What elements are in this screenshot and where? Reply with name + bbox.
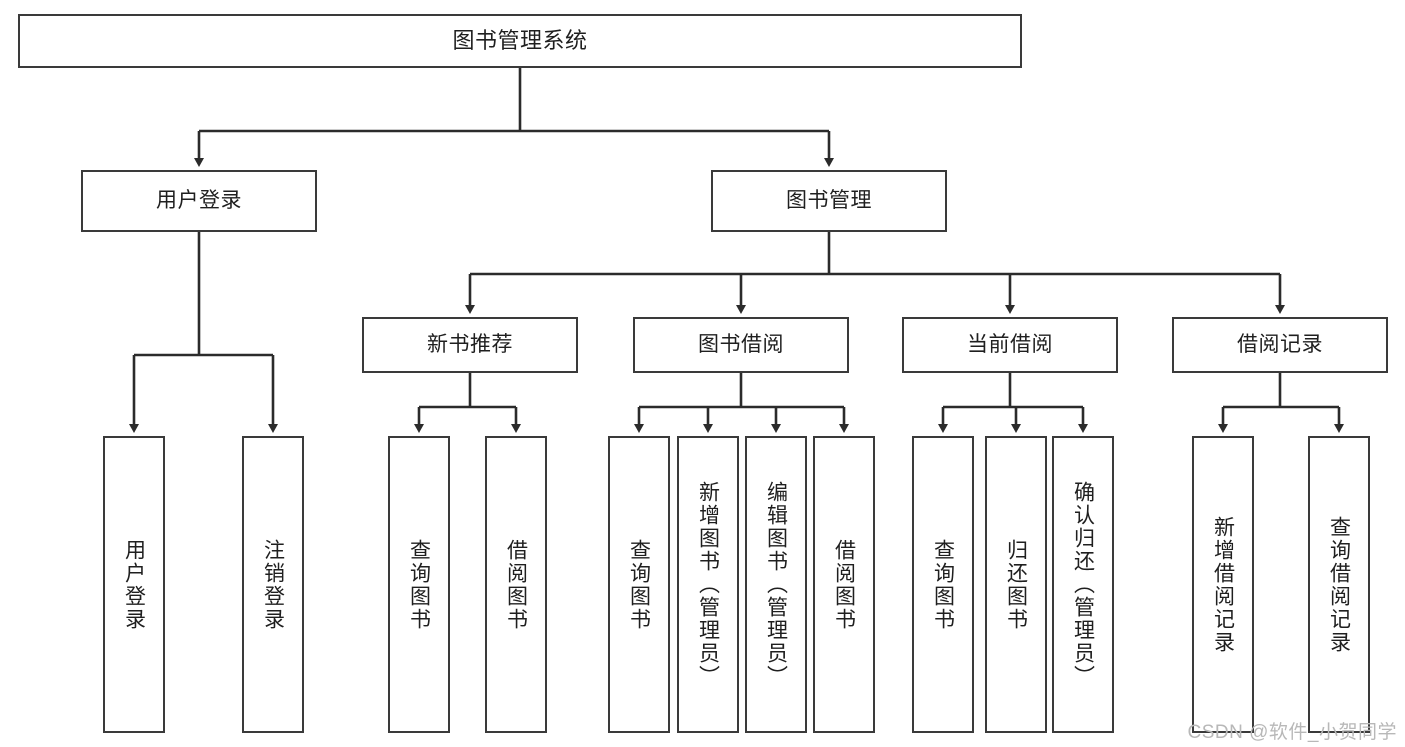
node-book-manage[interactable]: 图书管理: [711, 170, 947, 232]
node-leaf-borrow-book-2[interactable]: 借阅图书: [813, 436, 875, 733]
node-user-login[interactable]: 用户登录: [81, 170, 317, 232]
node-leaf-query-record[interactable]: 查询借阅记录: [1308, 436, 1370, 733]
watermark-text: CSDN @软件_小贺同学: [1187, 722, 1397, 743]
node-leaf-add-book-label: 新增图书（管理员）: [696, 481, 720, 688]
node-root-label: 图书管理系统: [452, 27, 588, 53]
node-leaf-borrow-book-1-label: 借阅图书: [504, 538, 528, 631]
node-leaf-query-book-1[interactable]: 查询图书: [388, 436, 450, 733]
node-user-login-label: 用户登录: [156, 189, 242, 213]
node-new-book-rec[interactable]: 新书推荐: [362, 317, 578, 373]
node-leaf-confirm-return-label: 确认归还（管理员）: [1071, 481, 1095, 688]
node-book-borrow-label: 图书借阅: [698, 333, 784, 357]
node-leaf-add-record[interactable]: 新增借阅记录: [1192, 436, 1254, 733]
node-borrow-record[interactable]: 借阅记录: [1172, 317, 1388, 373]
node-leaf-user-login-label: 用户登录: [122, 538, 146, 631]
node-leaf-query-book-2[interactable]: 查询图书: [608, 436, 670, 733]
node-leaf-edit-book-label: 编辑图书（管理员）: [764, 481, 788, 688]
node-leaf-query-book-1-label: 查询图书: [407, 538, 431, 631]
node-leaf-borrow-book-2-label: 借阅图书: [832, 538, 856, 631]
node-root[interactable]: 图书管理系统: [18, 14, 1022, 68]
node-book-manage-label: 图书管理: [786, 189, 872, 213]
node-leaf-user-login[interactable]: 用户登录: [103, 436, 165, 733]
node-leaf-return-book[interactable]: 归还图书: [985, 436, 1047, 733]
node-leaf-query-book-3-label: 查询图书: [931, 538, 955, 631]
node-leaf-user-logout-label: 注销登录: [261, 538, 285, 631]
node-current-borrow-label: 当前借阅: [967, 333, 1053, 357]
node-leaf-query-book-2-label: 查询图书: [627, 538, 651, 631]
node-borrow-record-label: 借阅记录: [1237, 333, 1323, 357]
node-current-borrow[interactable]: 当前借阅: [902, 317, 1118, 373]
node-leaf-confirm-return[interactable]: 确认归还（管理员）: [1052, 436, 1114, 733]
node-leaf-add-book[interactable]: 新增图书（管理员）: [677, 436, 739, 733]
node-leaf-user-logout[interactable]: 注销登录: [242, 436, 304, 733]
node-new-book-rec-label: 新书推荐: [427, 333, 513, 357]
node-book-borrow[interactable]: 图书借阅: [633, 317, 849, 373]
node-leaf-borrow-book-1[interactable]: 借阅图书: [485, 436, 547, 733]
node-leaf-query-book-3[interactable]: 查询图书: [912, 436, 974, 733]
node-leaf-return-book-label: 归还图书: [1004, 538, 1028, 631]
node-leaf-edit-book[interactable]: 编辑图书（管理员）: [745, 436, 807, 733]
node-leaf-query-record-label: 查询借阅记录: [1327, 515, 1351, 654]
node-leaf-add-record-label: 新增借阅记录: [1211, 515, 1235, 654]
